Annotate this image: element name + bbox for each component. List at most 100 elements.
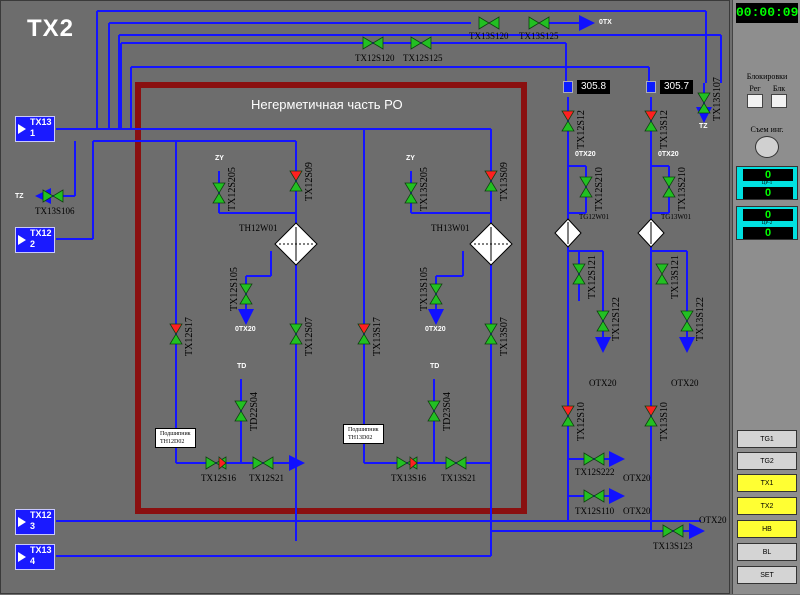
valve-tx13s205 (404, 182, 418, 204)
tag-number: 1 (30, 128, 36, 138)
valve-tx12s222 (583, 452, 605, 466)
counter-bottom: 0 (743, 227, 793, 239)
valve-tx13s122 (680, 310, 694, 332)
key-switch-icon[interactable] (755, 136, 779, 158)
label-otx20-f: OTX20 (671, 378, 699, 388)
valve-tx12s07 (289, 323, 303, 345)
vlabel-tx13s17: TX13S17 (372, 317, 383, 356)
clock-display: 00:00:09 (736, 3, 798, 23)
sensor-icon[interactable] (563, 81, 573, 93)
nav-button-tg2[interactable]: TG2 (737, 452, 797, 470)
valve-tx12s21 (252, 456, 274, 470)
counter-cr2: 0 ЦР-2 0 (736, 206, 798, 240)
counter-top: 0 (743, 209, 793, 221)
label-otx20-a: 0TX20 (235, 326, 256, 333)
blk-button[interactable] (771, 94, 787, 108)
label-tx12s16: TX12S16 (201, 473, 237, 483)
vlabel-tx12s17: TX12S17 (184, 317, 195, 356)
nav-button-bl[interactable]: BL (737, 543, 797, 561)
vlabel-tx12s105: TX12S105 (229, 267, 240, 311)
counter-top: 0 (743, 169, 793, 181)
valve-tx13s123 (662, 524, 684, 538)
label-tx13s125: TX13S125 (519, 31, 559, 41)
label-zy-a: ZY (215, 155, 224, 162)
label-tx12s21: TX12S21 (249, 473, 285, 483)
readout-left: 305.8 (577, 80, 611, 94)
vlabel-tx13s12: TX13S12 (659, 110, 670, 149)
valve-tx13s21 (445, 456, 467, 470)
note-id: TH12D02 (160, 439, 185, 445)
valve-tx12s205 (212, 182, 226, 204)
label-tx12s125: TX12S125 (403, 53, 443, 63)
note-title: Подшипник (348, 427, 379, 433)
counter-caption: ЦР-2 (761, 221, 773, 226)
label-otx20-g: OTX20 (623, 473, 651, 483)
nav-button-set[interactable]: SET (737, 566, 797, 584)
nav-button-hb[interactable]: HB (737, 520, 797, 538)
vlabel-tx12s122: TX12S122 (611, 297, 622, 341)
label-tz-right: TZ (699, 123, 708, 130)
valve-tx12s121 (572, 263, 586, 285)
nav-button-tg1[interactable]: TG1 (737, 430, 797, 448)
containment-boundary (135, 82, 527, 514)
label-tx12s222: TX12S222 (575, 467, 615, 477)
valve-tx13s17 (357, 333, 371, 345)
counter-cr1: 0 ЦР-1 0 (736, 166, 798, 200)
label-otx20-d: 0TX20 (658, 151, 679, 158)
valve-tx12s120 (362, 36, 384, 50)
valve-tx12s10 (561, 415, 575, 427)
valve-tx13s10 (644, 415, 658, 427)
valve-tx12s16 (218, 456, 227, 470)
reg-button[interactable] (747, 94, 763, 108)
valve-tx13s07 (484, 323, 498, 345)
tag-name: TX13 (30, 117, 52, 127)
process-diagram (35, 10, 722, 557)
label-otx20-h: OTX20 (623, 506, 651, 516)
vlabel-tx12s09: TX12S09 (304, 162, 315, 201)
vlabel-tx12s210: TX12S210 (594, 167, 605, 211)
vlabel-tx12s07: TX12S07 (304, 317, 315, 356)
label-tx13s120: TX13S120 (469, 31, 509, 41)
vlabel-td23s04: TD23S04 (442, 392, 453, 431)
reg-label: Рег (749, 84, 761, 93)
valve-tx12s17 (169, 333, 183, 345)
tag-name: TX12 (30, 510, 52, 520)
vlabel-tx13s10: TX13S10 (659, 402, 670, 441)
label-tz-left: TZ (15, 193, 24, 200)
blk-label: Блк (772, 84, 786, 93)
label-otx20-i: OTX20 (699, 515, 727, 525)
vlabel-tx13s121: TX13S121 (670, 255, 681, 299)
vlabel-tx12s12: TX12S12 (576, 110, 587, 149)
nav-button-tx1[interactable]: TX1 (737, 474, 797, 492)
valve-tx13s16 (409, 456, 418, 470)
valve-tx12s105 (239, 283, 253, 305)
label-tx12s120: TX12S120 (355, 53, 395, 63)
screen-title: TX2 (27, 15, 75, 42)
valve-tx13s125 (528, 16, 550, 30)
nav-button-tx2[interactable]: TX2 (737, 497, 797, 515)
vlabel-tx13s09: TX13S09 (499, 162, 510, 201)
vlabel-tx12s205: TX12S205 (227, 167, 238, 211)
valve-tx12s09 (289, 180, 303, 192)
readout-right: 305.7 (660, 80, 694, 94)
containment-title: Негерметичная часть РО (251, 97, 403, 112)
vlabel-tx13s07: TX13S07 (499, 317, 510, 356)
vlabel-tx13s105: TX13S105 (419, 267, 430, 311)
label-tg12w01: TG12W01 (579, 213, 609, 221)
label-th13w01: TH13W01 (431, 223, 470, 233)
vlabel-tx13s205: TX13S205 (419, 167, 430, 211)
valve-td22s04 (234, 400, 248, 422)
valve-tx13s12 (644, 120, 658, 132)
note-id: TH13D02 (348, 435, 373, 441)
sensor-icon[interactable] (646, 81, 656, 93)
key-label: Съем инг. (750, 125, 784, 134)
label-otx20-c: 0TX20 (575, 151, 596, 158)
note-title: Подшипник (160, 431, 191, 437)
